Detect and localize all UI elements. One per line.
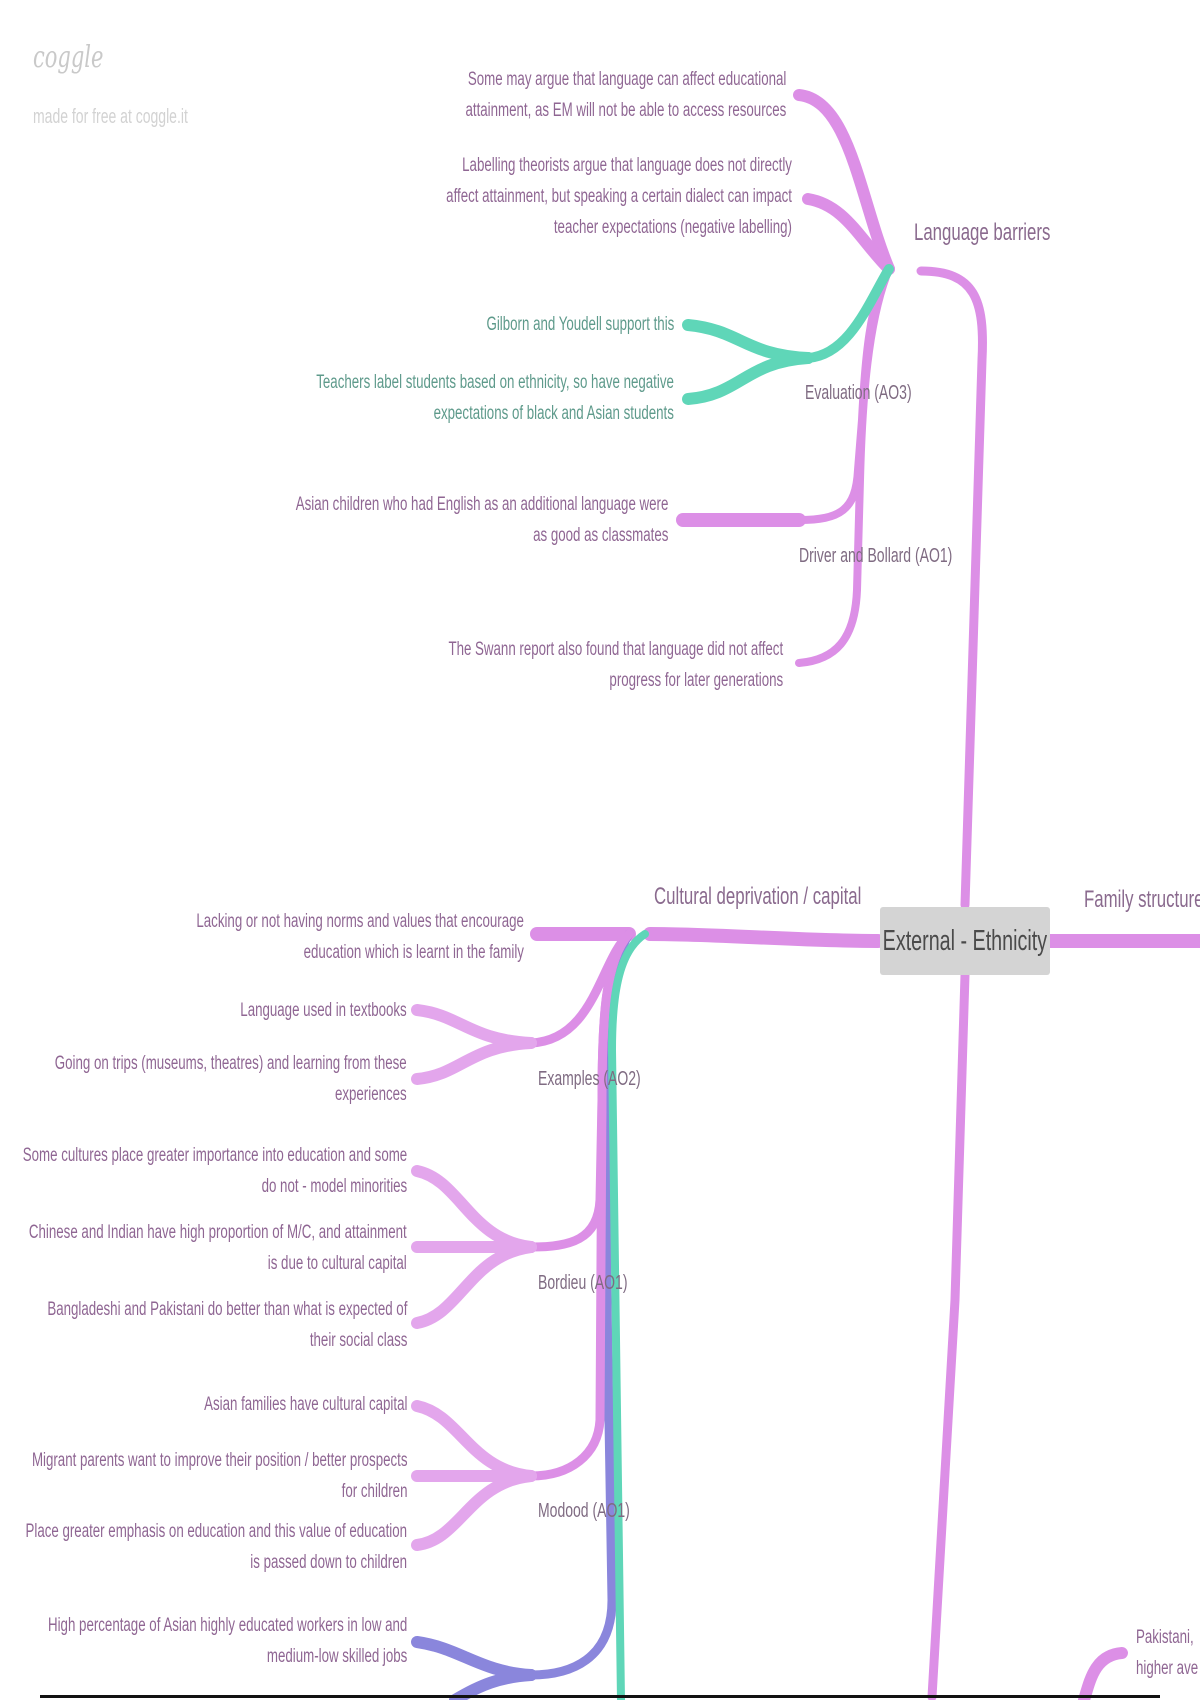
node-text-line: expectations of black and Asian students (433, 403, 674, 424)
node-driver-bollard[interactable]: Driver and Bollard (AO1) (799, 545, 953, 567)
link-language-swann (795, 265, 893, 667)
node-examples[interactable]: Examples (AO2) (538, 1068, 641, 1090)
link-language-item1 (793, 89, 895, 275)
node-text-line: Teachers label students based on ethnici… (316, 372, 674, 393)
node-text-line: The Swann report also found that languag… (448, 639, 783, 660)
link-evaluation-item1 (682, 319, 814, 364)
node-text-line: for children (341, 1481, 407, 1502)
link-language-item2 (802, 193, 895, 275)
node-evaluation-item-1[interactable]: Gilborn and Youdell support this (486, 309, 674, 340)
coggle-tagline-link[interactable]: made for free at coggle.it (33, 106, 188, 128)
node-modood[interactable]: Modood (AO1) (538, 1500, 630, 1522)
node-text-line: Gilborn and Youdell support this (486, 314, 674, 335)
node-text-line: Asian families have cultural capital (203, 1394, 407, 1415)
link-examples-item2 (411, 1037, 537, 1085)
node-text-line: Pakistani, (1136, 1627, 1194, 1648)
node-cultural-deprivation[interactable]: Cultural deprivation / capital (654, 883, 862, 910)
link-language-evaluation (803, 264, 894, 363)
link-cultural-teal (607, 930, 649, 1700)
node-text-line: teacher expectations (negative labelling… (553, 217, 792, 238)
node-cultural-definition[interactable]: Lacking or not having norms and values t… (196, 906, 524, 968)
node-text-line: is passed down to children (250, 1552, 407, 1573)
node-text-line: medium-low skilled jobs (266, 1646, 407, 1667)
node-text-line: do not - model minorities (261, 1176, 407, 1197)
node-language-item-1[interactable]: Some may argue that language can affect … (465, 64, 786, 126)
link-bordieu-item3 (411, 1241, 537, 1329)
node-text-line: Bangladeshi and Pakistani do better than… (46, 1299, 407, 1320)
node-bordieu-item-3[interactable]: Bangladeshi and Pakistani do better than… (47, 1294, 407, 1356)
node-text-line: as good as classmates (532, 525, 668, 546)
root-label: External - Ethnicity (882, 924, 1048, 957)
node-modood-item-3[interactable]: Place greater emphasis on education and … (25, 1516, 407, 1578)
link-root-language (916, 266, 987, 910)
node-bordieu-item-1[interactable]: Some cultures place greater importance i… (23, 1140, 407, 1202)
node-driver-item[interactable]: Asian children who had English as an add… (295, 489, 668, 551)
root-node[interactable]: External - Ethnicity (880, 907, 1050, 975)
node-family-structure[interactable]: Family structure (1084, 886, 1200, 913)
node-family-partial[interactable]: Pakistani, higher ave (1136, 1622, 1198, 1684)
node-language-item-2[interactable]: Labelling theorists argue that language … (446, 150, 792, 243)
node-text-line: Chinese and Indian have high proportion … (29, 1222, 407, 1243)
node-text-line: education which is learnt in the family (303, 942, 524, 963)
node-text-line: Some may argue that language can affect … (467, 69, 786, 90)
link-cultural-examples (526, 929, 634, 1048)
node-modood-item-1[interactable]: Asian families have cultural capital (204, 1389, 407, 1420)
node-examples-item-2[interactable]: Going on trips (museums, theatres) and l… (55, 1048, 407, 1110)
node-evaluation[interactable]: Evaluation (AO3) (805, 382, 912, 404)
node-text-line: Lacking or not having norms and values t… (196, 911, 524, 932)
node-text-line: Language used in textbooks (240, 1000, 407, 1021)
node-text-line: Migrant parents want to improve their po… (31, 1450, 407, 1471)
node-text-line: attainment, as EM will not be able to ac… (465, 100, 786, 121)
node-text-line: Some cultures place greater importance i… (22, 1145, 407, 1166)
link-bordieu-item1 (411, 1165, 537, 1253)
node-text-line: Going on trips (museums, theatres) and l… (55, 1053, 407, 1074)
link-root-cultural (643, 927, 885, 948)
node-bordieu-item-2[interactable]: Chinese and Indian have high proportion … (29, 1217, 407, 1279)
coggle-logo[interactable]: coggle (33, 40, 104, 75)
link-workers-item (411, 1636, 537, 1681)
node-text-line: affect attainment, but speaking a certai… (446, 186, 792, 207)
node-text-line: High percentage of Asian highly educated… (47, 1615, 407, 1636)
node-evaluation-item-2[interactable]: Teachers label students based on ethnici… (316, 367, 674, 429)
node-bordieu[interactable]: Bordieu (AO1) (538, 1272, 628, 1294)
node-text-line: Labelling theorists argue that language … (462, 155, 792, 176)
node-text-line: Asian children who had English as an add… (295, 494, 668, 515)
node-modood-item-2[interactable]: Migrant parents want to improve their po… (31, 1445, 407, 1507)
node-swann[interactable]: The Swann report also found that languag… (448, 634, 783, 696)
node-text-line: experiences (335, 1084, 407, 1105)
node-workers[interactable]: High percentage of Asian highly educated… (48, 1610, 407, 1672)
link-modood-item1 (411, 1400, 537, 1482)
link-family-partial (1078, 1647, 1128, 1700)
node-text-line: Place greater emphasis on education and … (25, 1521, 407, 1542)
node-text-line: higher ave (1136, 1658, 1199, 1679)
link-modood-item3 (411, 1470, 537, 1551)
bottom-divider (40, 1695, 1160, 1698)
link-examples-item1 (411, 1004, 537, 1049)
node-text-line: progress for later generations (609, 670, 783, 691)
node-text-line: is due to cultural capital (268, 1253, 407, 1274)
node-language-barriers[interactable]: Language barriers (914, 219, 1051, 246)
node-text-line: their social class (309, 1330, 407, 1351)
link-root-down (927, 970, 970, 1700)
link-evaluation-item2 (682, 352, 814, 405)
node-examples-item-1[interactable]: Language used in textbooks (241, 995, 407, 1026)
